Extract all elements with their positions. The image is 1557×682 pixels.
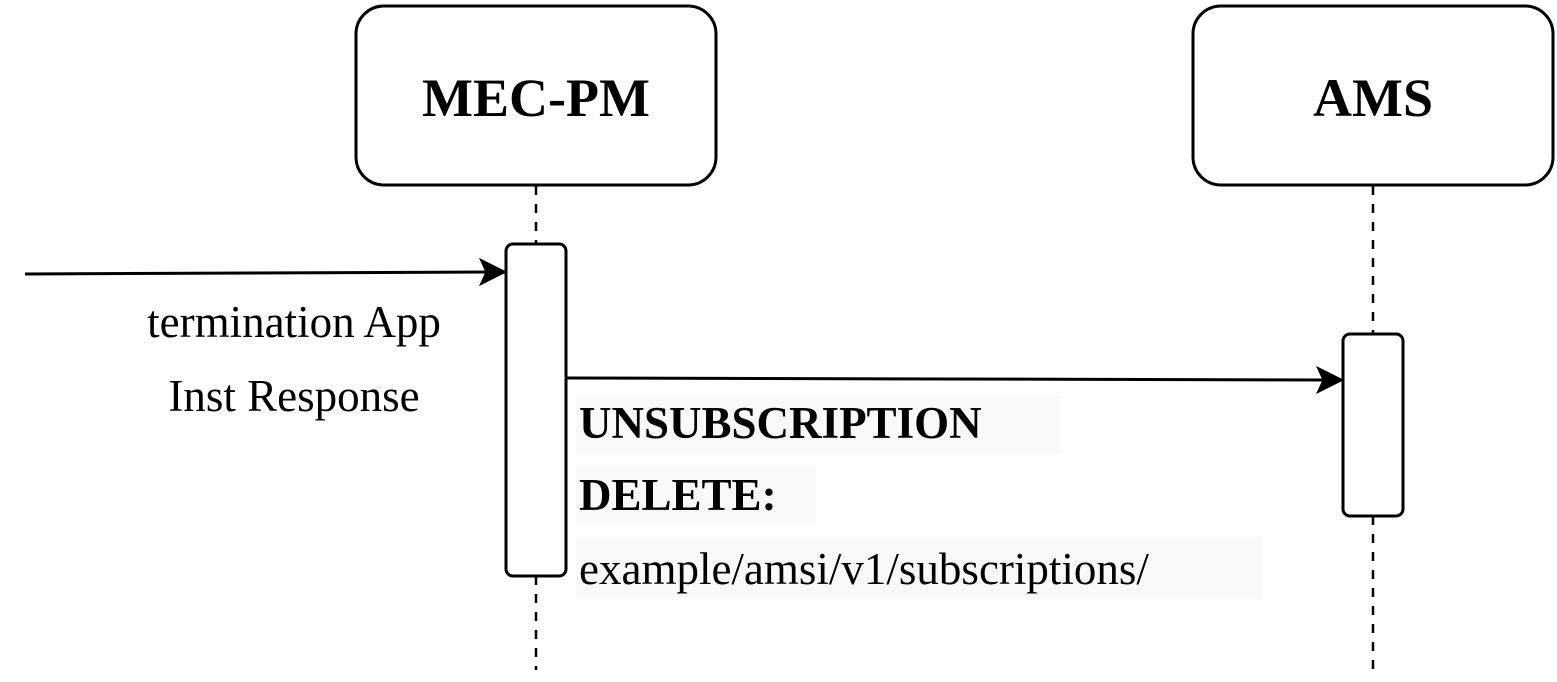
incoming-arrowhead [478, 257, 508, 287]
participant-box [354, 4, 718, 187]
unsubscribe-message [565, 365, 1345, 395]
unsubscribe-label-bg-line3 [576, 538, 1262, 598]
participant-label: MEC-PM [422, 68, 650, 128]
incoming-message [24, 257, 508, 287]
unsubscribe-label-bg-line1 [576, 396, 1060, 454]
incoming-message-label-line2: Inst Response [168, 371, 419, 421]
participant-label: AMS [1313, 68, 1433, 128]
ams-activation-bar [1341, 332, 1405, 518]
unsubscribe-label-bg-line2 [576, 466, 816, 524]
mec-pm-activation-bar [504, 242, 568, 578]
incoming-message-label-line1: termination App [147, 297, 441, 347]
incoming-arrow-line [24, 270, 491, 276]
participant-box [1191, 4, 1555, 187]
participant-ams[interactable]: AMS [1191, 4, 1555, 187]
unsubscribe-label-line2: DELETE: [579, 470, 777, 520]
unsubscribe-label-line1: UNSUBSCRIPTION [579, 398, 982, 448]
unsubscribe-label-line3: example/amsi/v1/subscriptions/ [579, 544, 1149, 594]
unsubscribe-arrowhead [1315, 365, 1345, 395]
participant-mec-pm[interactable]: MEC-PM [354, 4, 718, 187]
unsubscribe-arrow-line [565, 376, 1328, 382]
